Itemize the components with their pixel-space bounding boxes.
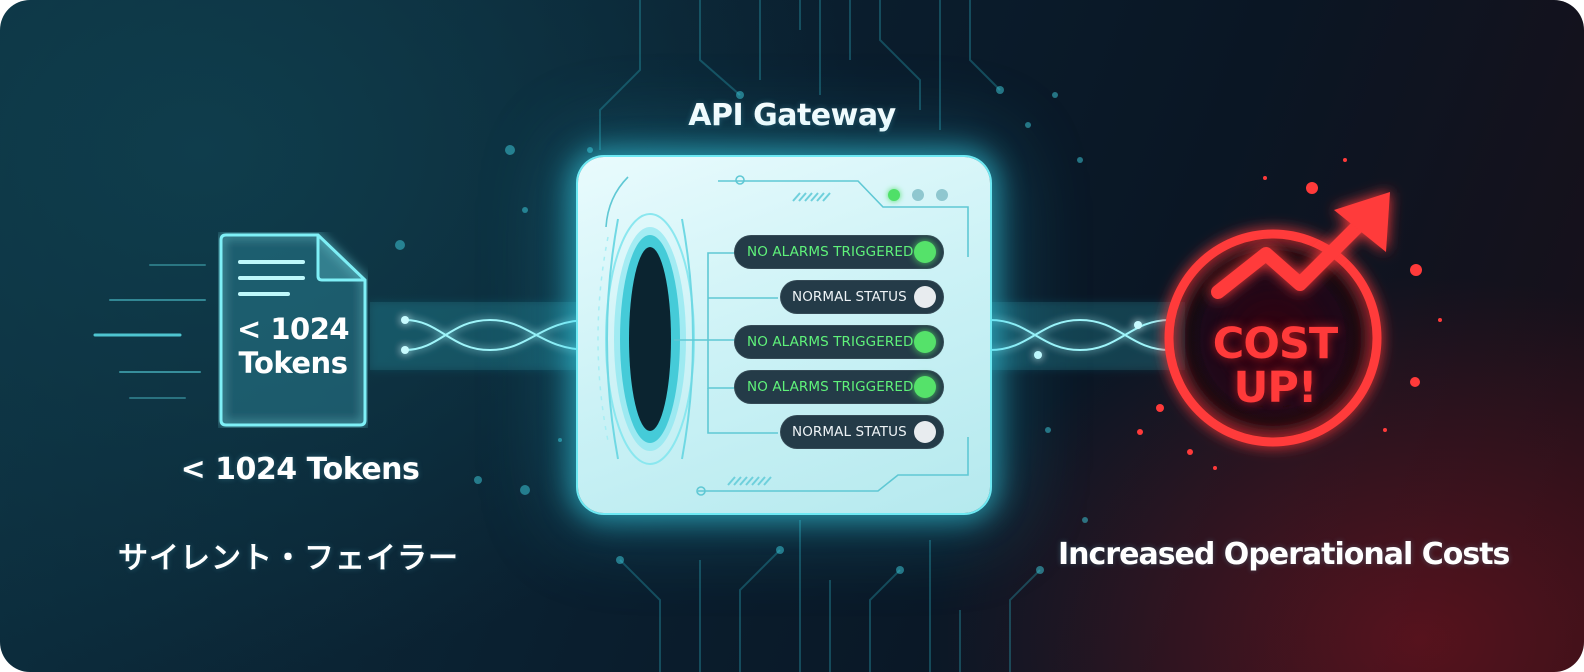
led-indicator-icon [888,189,900,201]
status-label: NORMAL STATUS [792,424,907,440]
status-dot-icon [914,376,936,398]
silent-failure-caption: サイレント・フェイラー [118,541,459,576]
status-pill-3: NO ALARMS TRIGGERED [734,325,944,359]
led-indicator-icon [912,189,924,201]
motion-lines [93,264,206,399]
gateway-title: API Gateway [688,98,896,133]
status-pill-1: NO ALARMS TRIGGERED [734,235,944,269]
circuit-traces [599,0,1041,672]
cost-up-text: COST UP! [1180,322,1370,410]
status-pill-5: NORMAL STATUS [780,415,944,449]
document-icon [219,233,367,427]
document-text-line1: < 1024 [236,312,350,346]
led-indicator-icon [936,189,948,201]
cost-line2: UP! [1233,363,1317,413]
trend-up-arrow-icon [1211,192,1390,299]
connector-node [696,486,706,496]
gateway-portal-icon [597,213,695,465]
status-dot-icon [914,421,936,443]
cost-up-badge [1164,192,1390,447]
data-stream-out [985,302,1185,370]
cost-line1: COST [1212,319,1338,369]
api-gateway-panel: NO ALARMS TRIGGERED NORMAL STATUS NO ALA… [578,157,990,513]
status-label: NO ALARMS TRIGGERED [747,244,914,260]
status-dot-icon [914,241,936,263]
status-pill-4: NO ALARMS TRIGGERED [734,370,944,404]
connector-node [735,175,745,185]
operational-costs-caption: Increased Operational Costs [1058,537,1510,572]
status-dot-icon [914,331,936,353]
status-label: NORMAL STATUS [792,289,907,305]
circuit-nodes [395,86,1088,574]
document-token-count: < 1024 Tokens [218,312,368,380]
document-text-line2: Tokens [238,346,348,380]
status-label: NO ALARMS TRIGGERED [747,379,914,395]
red-particles [1137,158,1442,470]
status-pill-2: NORMAL STATUS [780,280,944,314]
document-caption: < 1024 Tokens [180,452,420,487]
data-stream-in [370,302,591,370]
hatch-marks [727,192,831,486]
gateway-internals [597,175,969,496]
status-dot-icon [914,286,936,308]
gateway-connectors [605,176,969,492]
status-label: NO ALARMS TRIGGERED [747,334,914,350]
